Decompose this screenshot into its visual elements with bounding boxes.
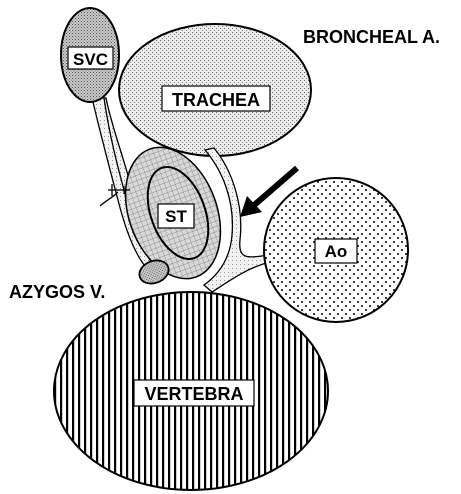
trachea-label: TRACHEA	[172, 90, 260, 110]
st-label: ST	[165, 207, 187, 226]
svc-label: SVC	[73, 50, 108, 69]
vertebra-label: VERTEBRA	[144, 384, 243, 404]
azygos-label: AZYGOS V.	[9, 282, 105, 302]
aorta-label: Ao	[325, 242, 348, 261]
bronchial-artery-label: BRONCHEAL A.	[303, 27, 440, 47]
